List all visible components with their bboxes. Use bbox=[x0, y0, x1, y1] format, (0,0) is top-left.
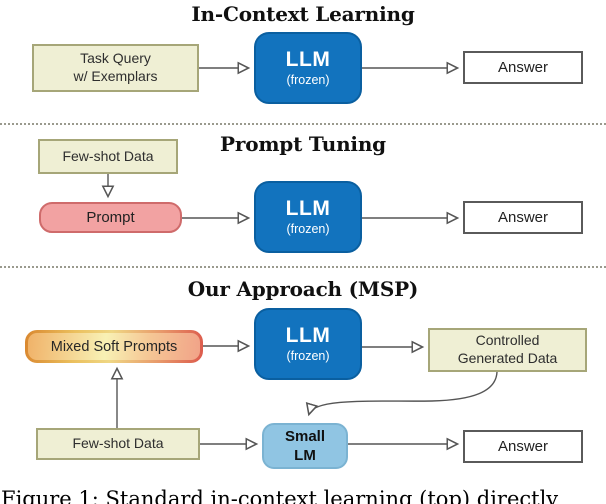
section-title-our-approach-msp: Our Approach (MSP) bbox=[187, 277, 419, 301]
llm-frozen-label: (frozen) bbox=[286, 72, 330, 87]
small-lm-box: Small LM bbox=[262, 423, 348, 469]
mixed-soft-prompts-inner: Mixed Soft Prompts bbox=[28, 333, 200, 360]
few-shot-data-label: Few-shot Data bbox=[62, 147, 154, 164]
controlled-generated-data-box: Controlled Generated Data bbox=[428, 328, 587, 372]
mixed-soft-prompts-box: Mixed Soft Prompts bbox=[25, 330, 203, 363]
task-query-box: Task Query w/ Exemplars bbox=[32, 44, 199, 92]
llm-frozen-label: (frozen) bbox=[286, 348, 330, 363]
answer-box-msp: Answer bbox=[463, 430, 583, 463]
prompt-label: Prompt bbox=[86, 208, 135, 226]
dotted-divider-1 bbox=[0, 123, 606, 125]
llm-frozen-label: (frozen) bbox=[286, 221, 330, 236]
controlled-generated-data-label: Controlled Generated Data bbox=[457, 332, 558, 366]
section-title-prompt-tuning: Prompt Tuning bbox=[220, 132, 386, 156]
answer-label: Answer bbox=[497, 437, 549, 455]
llm-label: LLM bbox=[285, 48, 331, 72]
task-query-label: Task Query w/ Exemplars bbox=[73, 50, 158, 84]
dotted-divider-2 bbox=[0, 266, 606, 268]
answer-label: Answer bbox=[497, 208, 549, 226]
mixed-soft-prompts-label: Mixed Soft Prompts bbox=[50, 338, 178, 355]
llm-box-pt: LLM (frozen) bbox=[254, 181, 362, 253]
answer-label: Answer bbox=[497, 58, 549, 76]
few-shot-data-label: Few-shot Data bbox=[72, 435, 164, 452]
few-shot-data-box-pt: Few-shot Data bbox=[38, 139, 178, 174]
section-title-in-context-learning: In-Context Learning bbox=[191, 2, 415, 26]
llm-label: LLM bbox=[285, 324, 331, 348]
figure-caption: Figure 1: Standard in-context learning (… bbox=[1, 487, 559, 504]
llm-label: LLM bbox=[285, 197, 331, 221]
answer-box-pt: Answer bbox=[463, 201, 583, 234]
small-lm-label: Small LM bbox=[284, 427, 326, 464]
llm-box-msp: LLM (frozen) bbox=[254, 308, 362, 380]
prompt-box: Prompt bbox=[39, 202, 182, 233]
few-shot-data-box-msp: Few-shot Data bbox=[36, 428, 200, 460]
llm-box-icl: LLM (frozen) bbox=[254, 32, 362, 104]
answer-box-icl: Answer bbox=[463, 51, 583, 84]
